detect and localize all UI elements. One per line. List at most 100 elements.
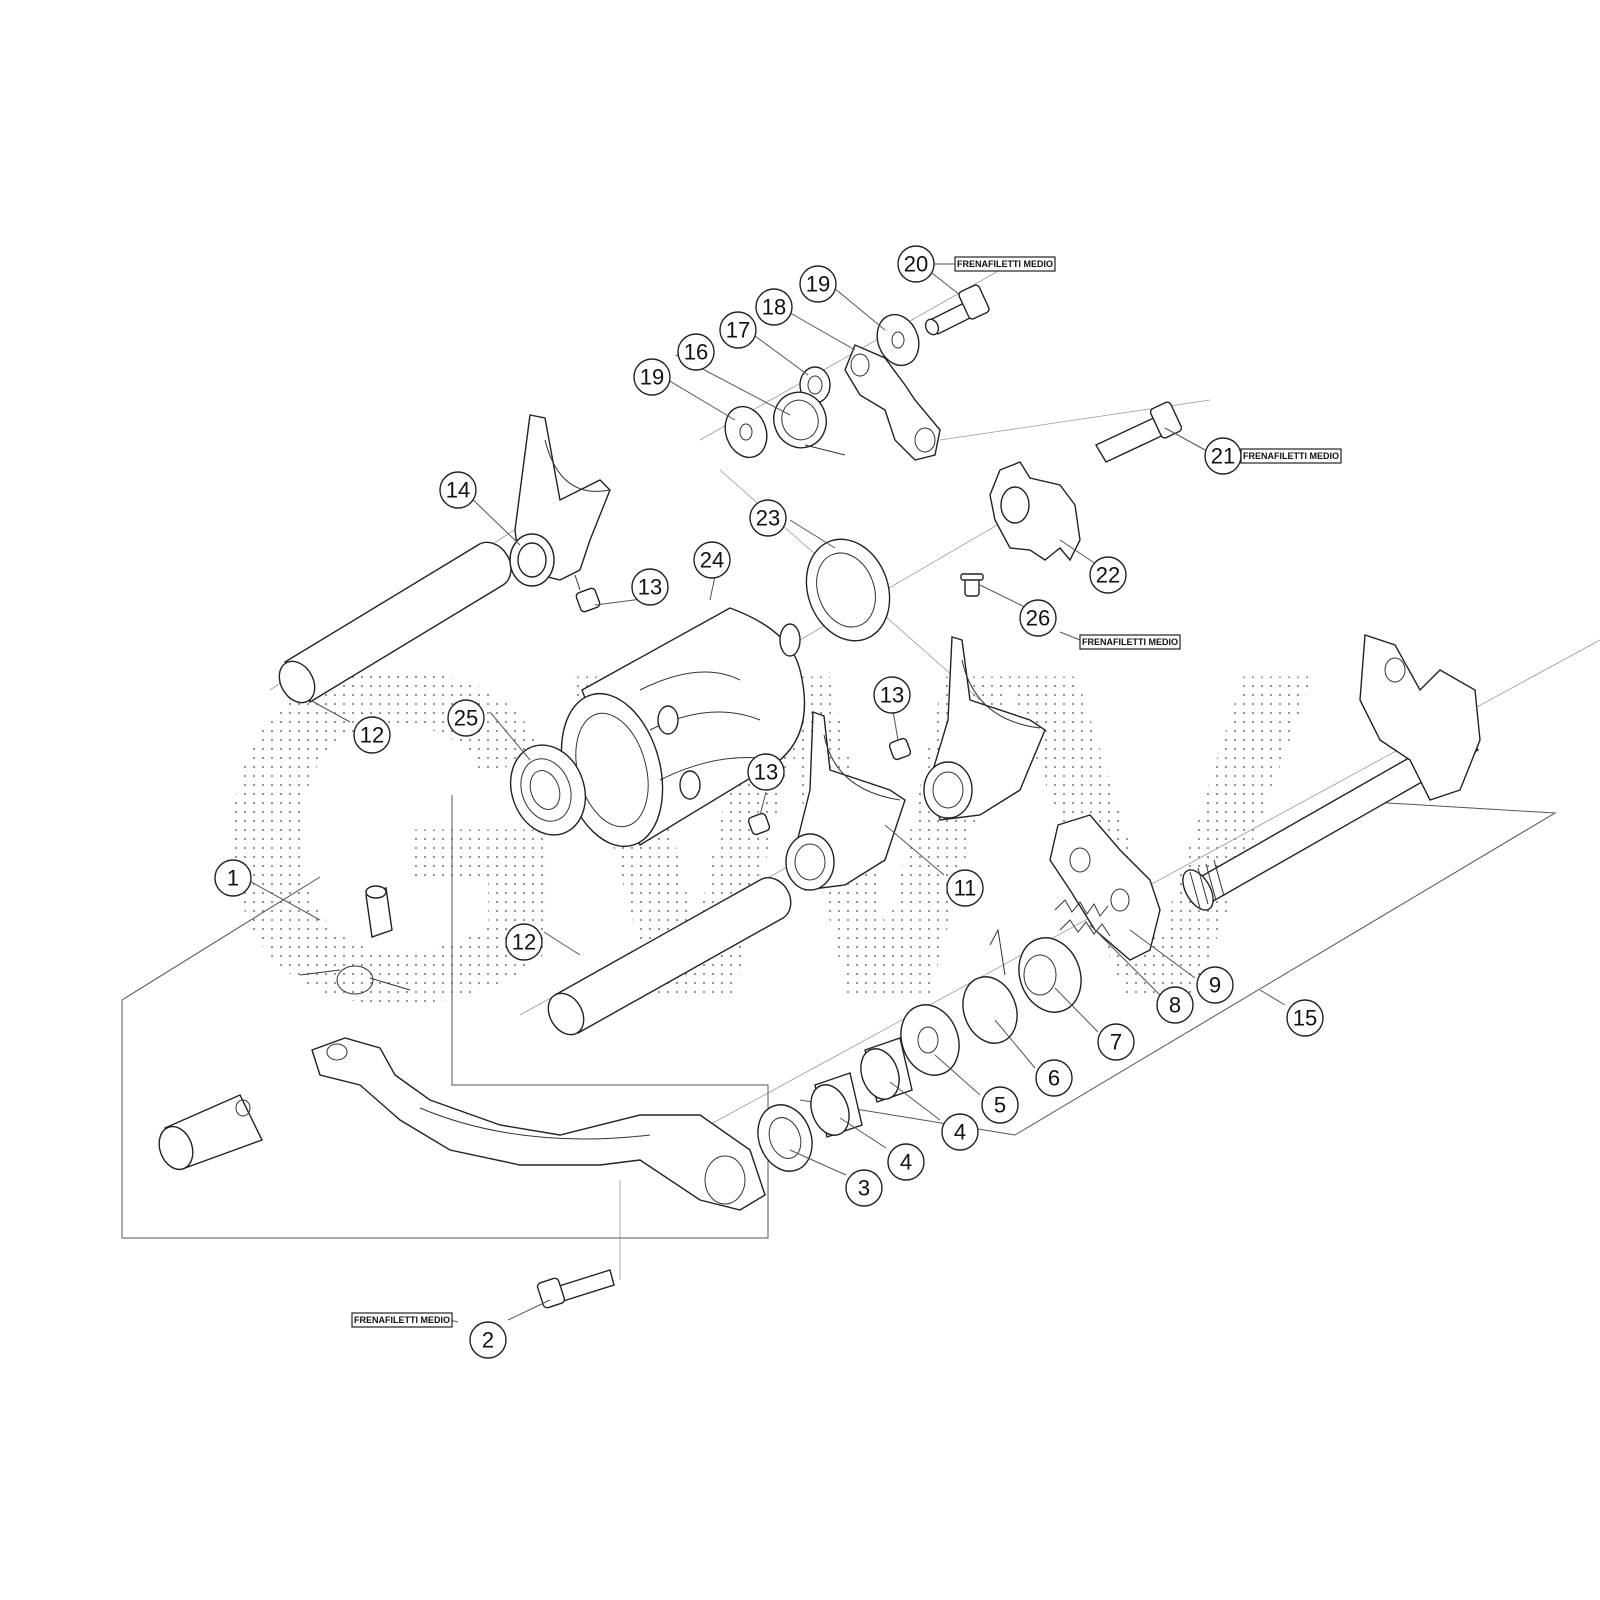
svg-text:FRENAFILETTI MEDIO: FRENAFILETTI MEDIO [1243, 451, 1339, 461]
svg-text:17: 17 [726, 318, 750, 343]
svg-text:7: 7 [1110, 1030, 1122, 1055]
spring-part-16 [773, 391, 846, 456]
callout-25: 25 [447, 699, 485, 737]
svg-text:9: 9 [1209, 973, 1221, 998]
callout-18: 18 [755, 288, 793, 326]
roller-part-13-c [747, 812, 771, 836]
leader-lines [243, 261, 1286, 1323]
svg-text:14: 14 [446, 478, 470, 503]
svg-text:12: 12 [360, 723, 384, 748]
svg-text:22: 22 [1096, 563, 1120, 588]
ratchet-part-7 [1018, 937, 1082, 1013]
svg-text:FRENAFILETTI MEDIO: FRENAFILETTI MEDIO [957, 259, 1053, 269]
callout-20: 20 [897, 245, 935, 283]
spring-part-8 [1054, 899, 1111, 937]
svg-text:23: 23 [756, 506, 780, 531]
callout-6: 6 [1035, 1059, 1073, 1097]
washer-part-5 [900, 1004, 960, 1076]
shift-fork-part-11-right [923, 636, 1046, 821]
svg-text:2: 2 [482, 1328, 494, 1353]
svg-text:4: 4 [900, 1150, 912, 1175]
bolt-part-20 [924, 284, 990, 336]
callout-24: 24 [693, 541, 731, 579]
callout-4-a: 4 [887, 1143, 925, 1181]
svg-text:4: 4 [954, 1120, 966, 1145]
svg-text:12: 12 [512, 930, 536, 955]
callout-23: 23 [749, 499, 787, 537]
svg-text:18: 18 [762, 295, 786, 320]
svg-text:21: 21 [1211, 444, 1235, 469]
pedal-tip-part-1 [158, 1094, 263, 1171]
svg-text:8: 8 [1169, 993, 1181, 1018]
torsion-spring-part-1 [299, 965, 411, 995]
pin-part-26 [960, 573, 984, 597]
callout-9: 9 [1196, 966, 1234, 1004]
svg-text:15: 15 [1293, 1006, 1317, 1031]
svg-text:20: 20 [904, 252, 928, 277]
callout-8: 8 [1156, 986, 1194, 1024]
washer-part-19-lower [724, 405, 768, 459]
callout-11: 11 [946, 869, 984, 907]
seal-part-23 [805, 538, 891, 642]
spring-clip-part-6 [962, 928, 1018, 1044]
callout-13-b: 13 [873, 676, 911, 714]
svg-text:FRENAFILETTI MEDIO: FRENAFILETTI MEDIO [1082, 637, 1178, 647]
callout-15: 15 [1286, 999, 1324, 1037]
tag-threadlocker-2: FRENAFILETTI MEDIO [351, 1312, 453, 1328]
callout-2: 2 [469, 1321, 507, 1359]
svg-text:13: 13 [638, 575, 662, 600]
shift-fork-part-11-left [785, 711, 906, 891]
svg-text:13: 13 [754, 760, 778, 785]
callout-4-b: 4 [941, 1113, 979, 1151]
assembly-outline-15 [799, 799, 1557, 1136]
bolt-part-2 [536, 1269, 615, 1309]
shaft-part-12-lower [547, 877, 792, 1036]
roller-part-13-a [575, 587, 601, 613]
callout-1: 1 [214, 859, 252, 897]
shift-drum-part-24 [560, 607, 806, 848]
shift-fork-part-14 [509, 414, 611, 591]
shift-shaft-part-15 [1182, 634, 1481, 911]
assembly-outline-1 [121, 795, 769, 1239]
shift-pedal-part-1 [311, 1037, 766, 1211]
bearing-part-25 [509, 744, 587, 836]
callout-7: 7 [1097, 1023, 1135, 1061]
callout-21: 21 [1204, 437, 1242, 475]
tag-threadlocker-20: FRENAFILETTI MEDIO [954, 256, 1056, 272]
callout-5: 5 [981, 1086, 1019, 1124]
svg-text:6: 6 [1048, 1066, 1060, 1091]
svg-text:FRENAFILETTI MEDIO: FRENAFILETTI MEDIO [354, 1315, 450, 1325]
bushing-part-4-a [860, 1037, 913, 1103]
washer-part-19-upper [876, 313, 920, 367]
callout-16: 16 [677, 333, 715, 371]
svg-text:13: 13 [880, 683, 904, 708]
svg-text:26: 26 [1026, 606, 1050, 631]
svg-text:11: 11 [954, 876, 977, 901]
shaft-part-12-upper [278, 541, 512, 704]
callout-12-a: 12 [353, 716, 391, 754]
tag-threadlocker-26: FRENAFILETTI MEDIO [1079, 634, 1181, 650]
callout-13-a: 13 [631, 568, 669, 606]
callout-22: 22 [1089, 556, 1127, 594]
svg-text:5: 5 [994, 1093, 1006, 1118]
callout-12-b: 12 [505, 923, 543, 961]
callout-19-a: 19 [799, 265, 837, 303]
plate-part-9 [1049, 814, 1161, 961]
seal-part-3 [757, 1104, 813, 1172]
svg-text:25: 25 [454, 706, 478, 731]
svg-text:1: 1 [227, 866, 239, 891]
svg-text:3: 3 [858, 1176, 870, 1201]
callout-26: 26 [1019, 599, 1057, 637]
pin-part-1 [365, 885, 393, 938]
callout-17: 17 [719, 311, 757, 349]
bolt-part-21 [1095, 401, 1183, 463]
svg-text:19: 19 [640, 365, 664, 390]
lever-part-18 [844, 344, 941, 461]
svg-text:19: 19 [806, 272, 830, 297]
svg-text:24: 24 [700, 548, 724, 573]
callout-13-c: 13 [747, 753, 785, 791]
callout-3: 3 [845, 1169, 883, 1207]
roller-part-13-b [888, 737, 912, 761]
star-wheel-part-22 [989, 461, 1081, 562]
